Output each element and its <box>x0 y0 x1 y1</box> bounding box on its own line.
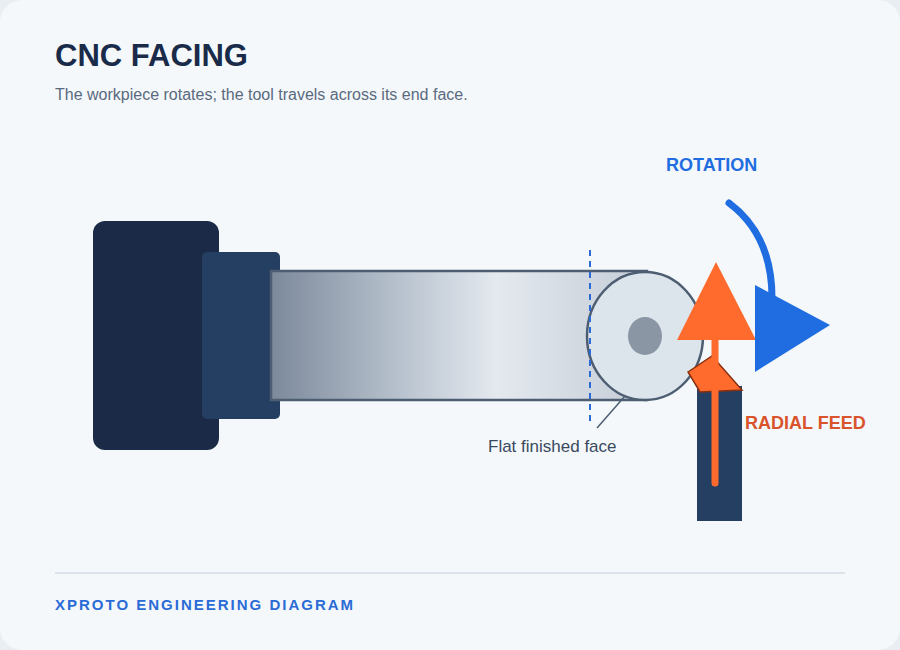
rotation-arc <box>729 203 772 298</box>
part-label: Flat finished face <box>486 437 619 457</box>
footer-label: XPROTO ENGINEERING DIAGRAM <box>55 596 355 613</box>
feed-arrow-shaft <box>712 338 719 483</box>
rotation-arrow-head <box>755 285 830 372</box>
feed-arrow-head <box>677 262 756 340</box>
motion-label: RADIAL FEED <box>745 413 866 434</box>
tool-holder <box>697 386 742 521</box>
center-hole <box>628 317 662 355</box>
motion-label: ROTATION <box>666 155 757 176</box>
footer-rule <box>55 572 845 574</box>
leader-line <box>597 396 625 428</box>
chuck-jaw <box>202 252 280 419</box>
chuck-body <box>93 221 219 450</box>
diagram-title: CNC FACING <box>55 38 248 74</box>
cut-plane <box>589 250 591 425</box>
diagram-caption: The workpiece rotates; the tool travels … <box>55 86 468 104</box>
